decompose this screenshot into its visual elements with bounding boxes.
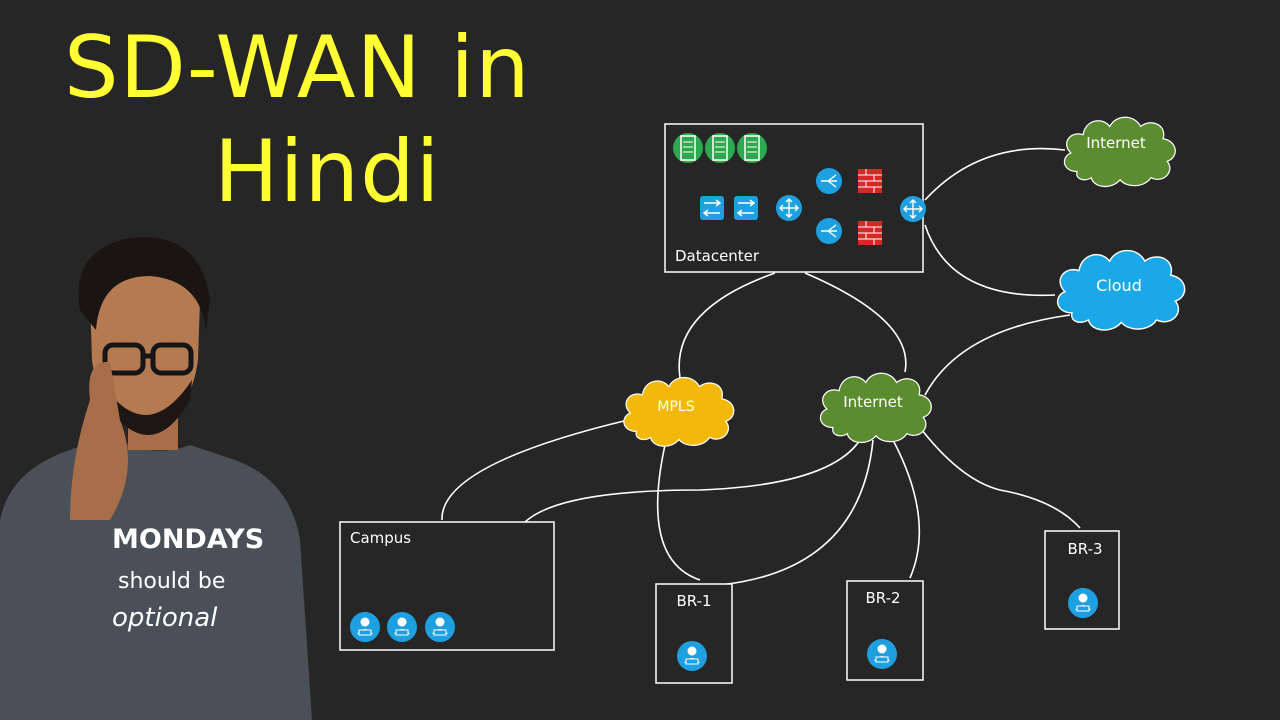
server-icon xyxy=(737,133,767,163)
link-campus-mpls xyxy=(441,419,629,521)
campus-site: Campus xyxy=(339,521,555,651)
glasses xyxy=(102,342,194,376)
shirt-text-line-2: should be xyxy=(118,569,225,594)
link-campus-internet xyxy=(524,439,861,523)
firewall-icon xyxy=(858,221,882,245)
campus-label: Campus xyxy=(350,529,411,547)
switch-icon xyxy=(700,196,724,220)
presenter: MONDAYS should be optional xyxy=(0,237,312,720)
br1-label: BR-1 xyxy=(676,592,711,610)
br2-label: BR-2 xyxy=(865,589,900,607)
link-internet-br3 xyxy=(917,424,1081,529)
datacenter-site: Datacenter xyxy=(664,123,926,273)
internet-middle-label: Internet xyxy=(843,393,903,411)
datacenter-label: Datacenter xyxy=(675,247,760,265)
internet-top-label: Internet xyxy=(1086,134,1146,152)
user-laptop-icon xyxy=(677,641,707,671)
load-balancer-icon xyxy=(816,168,842,194)
internet-cloud-middle: Internet xyxy=(819,372,932,444)
router-icon xyxy=(900,196,926,222)
link-cloud-internet xyxy=(924,314,1071,396)
server-icon xyxy=(673,133,703,163)
cloud-cloud: Cloud xyxy=(1056,249,1186,331)
branch-site-br1: BR-1 xyxy=(655,583,733,684)
link-datacenter-internet xyxy=(804,272,907,373)
title-line-1: SD-WAN in xyxy=(64,18,531,118)
link-internet-br2 xyxy=(892,439,921,579)
shirt-text-line-3: optional xyxy=(112,603,218,633)
video-title: SD-WAN in Hindi xyxy=(0,18,700,228)
user-laptop-icon xyxy=(425,612,455,642)
switch-icon xyxy=(734,196,758,220)
user-laptop-icon xyxy=(1068,588,1098,618)
link-mpls-br1 xyxy=(656,444,701,581)
internet-cloud-top: Internet xyxy=(1063,116,1176,188)
network-links xyxy=(441,147,1081,586)
user-laptop-icon xyxy=(350,612,380,642)
branch-site-br3: BR-3 xyxy=(1044,530,1120,630)
link-router-cloud xyxy=(924,224,1056,297)
link-datacenter-mpls xyxy=(678,272,776,379)
mpls-cloud: MPLS xyxy=(623,376,735,447)
title-line-2: Hindi xyxy=(214,122,441,222)
branch-site-br2: BR-2 xyxy=(846,580,924,681)
user-laptop-icon xyxy=(867,639,897,669)
firewall-icon xyxy=(858,169,882,193)
link-router-internet-top xyxy=(924,147,1066,201)
cloud-label: Cloud xyxy=(1096,276,1142,295)
user-laptop-icon xyxy=(387,612,417,642)
server-icon xyxy=(705,133,735,163)
link-internet-br1 xyxy=(719,439,874,586)
mpls-label: MPLS xyxy=(657,399,694,415)
br3-label: BR-3 xyxy=(1067,540,1102,558)
router-icon xyxy=(776,195,802,221)
shirt-text-line-1: MONDAYS xyxy=(112,524,264,555)
load-balancer-icon xyxy=(816,218,842,244)
